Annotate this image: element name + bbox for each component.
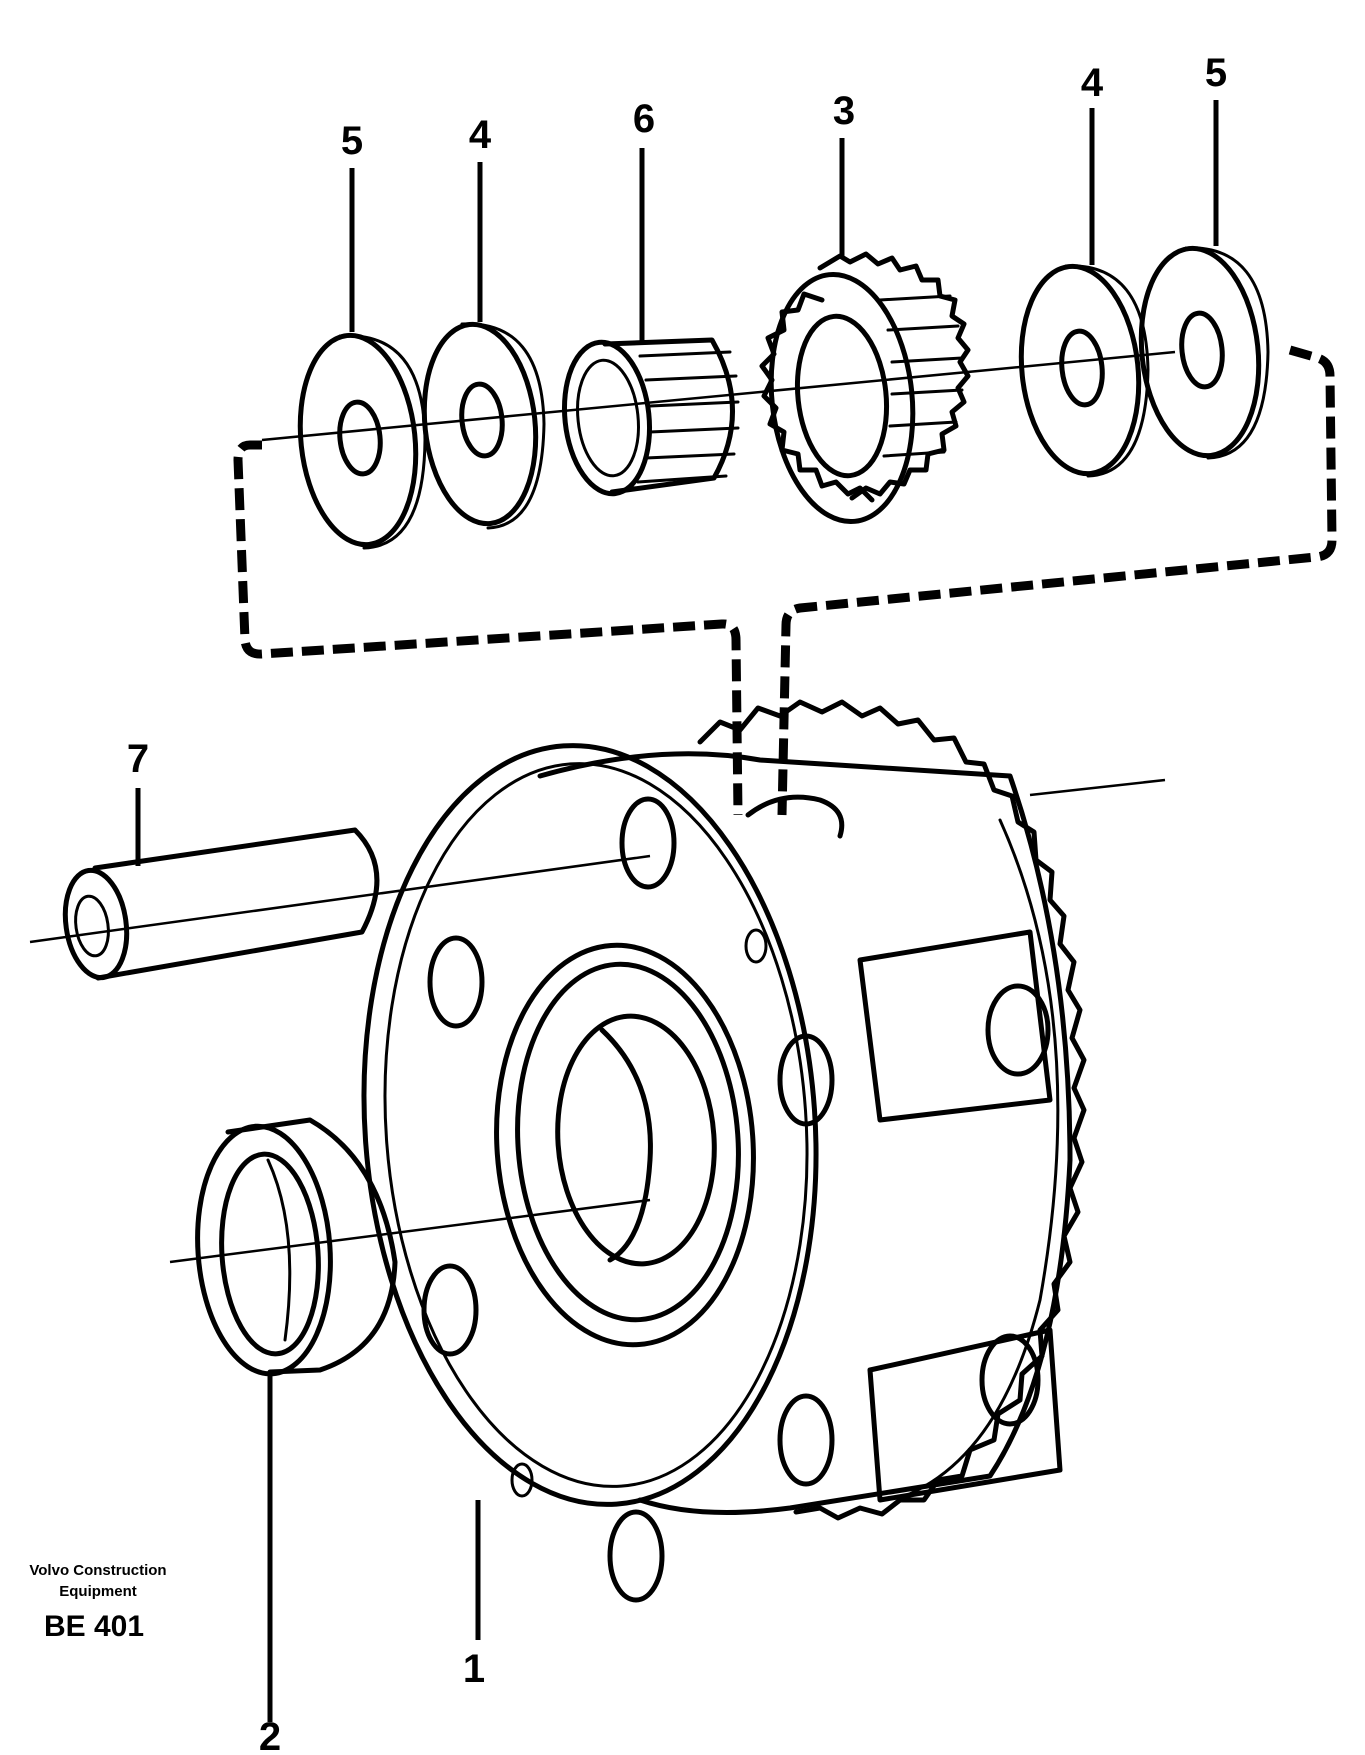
brand-line-1: Volvo Construction [29,1562,166,1579]
planet-shaft [62,827,380,981]
callout-needle-bearing: 6 [633,97,655,141]
washer-outer-left [297,332,427,550]
needle-bearing [561,337,740,497]
assembly-path-right [777,345,1337,816]
carrier-upper-axis [1029,778,1166,797]
planet-carrier [361,699,1087,1603]
callout-planet-gear: 3 [833,89,855,133]
upper-assembly-axis [261,350,1176,442]
callout-planet-shaft: 7 [127,737,149,781]
assembly-path-left [233,440,743,816]
washer-inner-right [1018,263,1150,478]
callout-washer-outer-right: 5 [1205,51,1227,95]
callout-washer-outer-left: 5 [341,119,363,163]
illustration-code: BE 401 [44,1610,144,1643]
bearing-ring [195,1117,398,1377]
callout-bearing-ring: 2 [259,1715,281,1755]
brand-line-2: Equipment [59,1583,137,1600]
shaft-axis [29,854,651,944]
callout-washer-inner-right: 4 [1081,61,1104,105]
planet-gear [759,251,971,525]
washer-inner-left [421,321,546,530]
callout-planet-carrier: 1 [463,1647,485,1691]
washer-outer-right [1138,245,1270,460]
bearing-axis [169,1198,651,1264]
callout-washer-inner-left: 4 [469,113,492,157]
